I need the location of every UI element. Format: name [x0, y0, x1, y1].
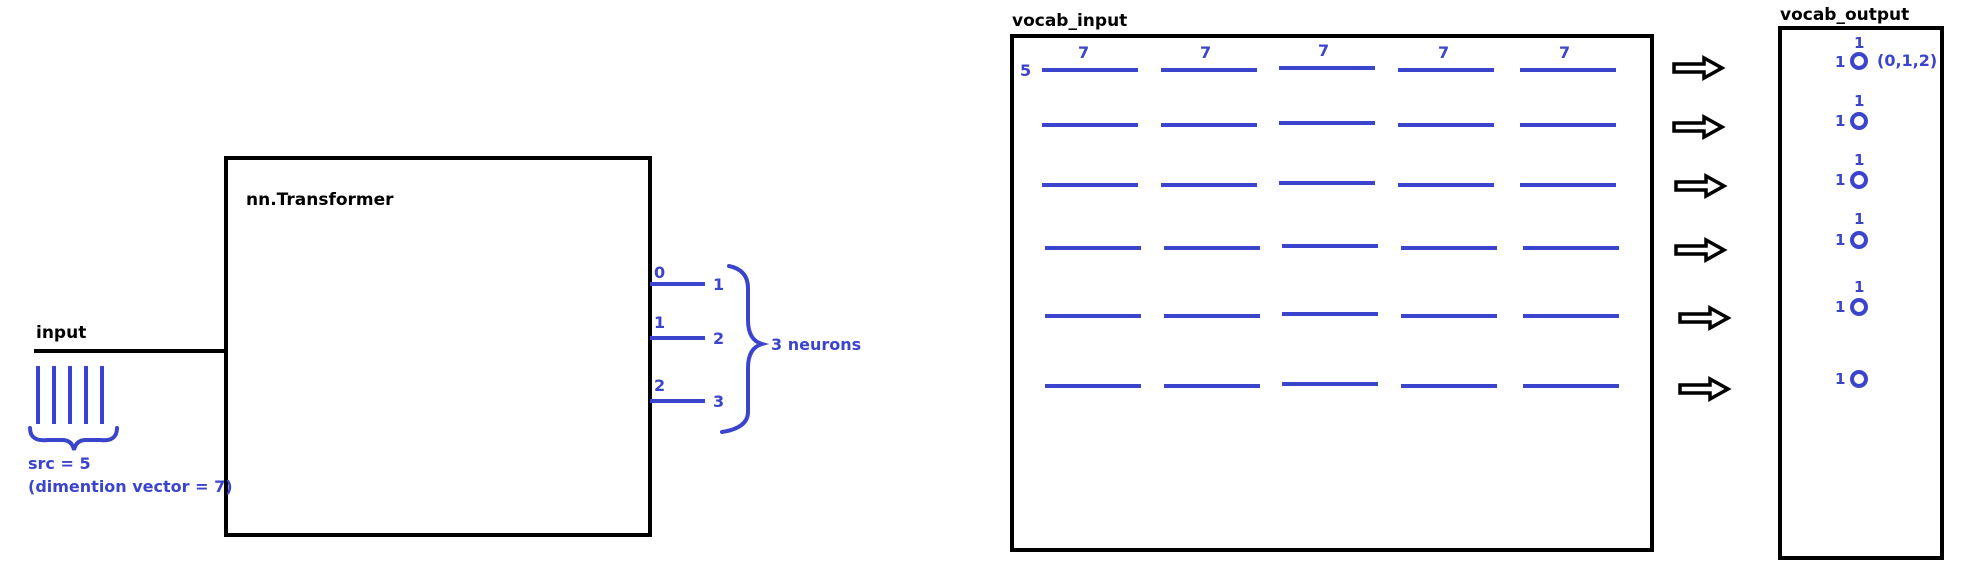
- output-node: 1: [1835, 370, 1868, 388]
- output-index-label: 2: [654, 376, 665, 395]
- neuron-node-circle: [1850, 231, 1868, 249]
- column-labels: 7 7 7 7 7: [1078, 41, 1570, 62]
- output-index-label: 1: [654, 313, 665, 332]
- input-bars: [36, 366, 104, 424]
- node-top-label: 1: [1854, 92, 1864, 110]
- vocab-output-box: [1778, 26, 1944, 560]
- node-left-label: 1: [1835, 112, 1845, 130]
- output-node: 1 1: [1835, 92, 1868, 130]
- input-label: input: [36, 323, 86, 343]
- output-node: 1 1: [1835, 210, 1868, 249]
- vocab-input-title: vocab_input: [1012, 11, 1127, 31]
- output-number-label: 2: [713, 329, 724, 348]
- vocab-input-grid: [1042, 66, 1619, 388]
- output-index-label: 0: [654, 263, 665, 282]
- node-left-label: 1: [1835, 171, 1845, 189]
- vocab-output-nodes: 1 1 (0,1,2) 1 1 1 1 1 1 1 1: [1835, 34, 1937, 388]
- output-node: 1 1: [1835, 278, 1868, 316]
- right-arrow-icon: [1672, 114, 1726, 140]
- output-node: 1 1: [1835, 151, 1868, 189]
- dimension-label: (dimention vector = 7): [28, 477, 233, 496]
- transformer-box: [224, 156, 652, 537]
- right-arrow-icon: [1674, 173, 1728, 199]
- neuron-node-circle: [1850, 171, 1868, 189]
- node-left-label: 1: [1835, 53, 1845, 71]
- right-arrow-icon: [1678, 376, 1732, 402]
- output-number-label: 1: [713, 275, 724, 294]
- vocab-output-panel: vocab_output 1 1 (0,1,2) 1 1 1 1 1 1: [1778, 5, 1944, 560]
- neurons-brace: [720, 264, 770, 434]
- node-top-label: 1: [1854, 34, 1864, 52]
- column-label: 7: [1438, 43, 1449, 62]
- neuron-node-circle: [1850, 52, 1868, 70]
- output-line-0: 0 1: [650, 263, 724, 294]
- output-node: 1 1 (0,1,2): [1835, 34, 1937, 71]
- column-label: 7: [1200, 43, 1211, 62]
- neuron-node-circle: [1850, 298, 1868, 316]
- right-arrow-icon: [1674, 237, 1728, 263]
- node-left-label: 1: [1835, 370, 1845, 388]
- vocab-input-box: [1010, 34, 1654, 552]
- row-count-label: 5: [1020, 61, 1031, 80]
- output-line-2: 2 3: [650, 376, 724, 411]
- right-arrow-icon: [1672, 55, 1726, 81]
- src-label: src = 5: [28, 454, 91, 473]
- column-label: 7: [1078, 43, 1089, 62]
- node-top-label: 1: [1854, 278, 1864, 296]
- column-label: 7: [1318, 41, 1329, 60]
- arrow-column: [1672, 55, 1732, 402]
- vocab-input-panel: vocab_input 5 7 7 7 7 7: [1010, 11, 1654, 552]
- output-line-1: 1 2: [650, 313, 724, 348]
- node-top-label: 1: [1854, 151, 1864, 169]
- node-top-label: 1: [1854, 210, 1864, 228]
- output-number-label: 3: [713, 392, 724, 411]
- column-label: 7: [1559, 43, 1570, 62]
- neuron-node-circle: [1850, 370, 1868, 388]
- input-brace: [28, 426, 119, 451]
- neurons-label: 3 neurons: [771, 335, 861, 354]
- vocab-output-title: vocab_output: [1780, 5, 1909, 25]
- node-left-label: 1: [1835, 231, 1845, 249]
- right-arrow-icon: [1678, 305, 1732, 331]
- transformer-label: nn.Transformer: [246, 190, 394, 210]
- node-note-label: (0,1,2): [1877, 51, 1937, 70]
- left-diagram: input nn.Transformer src = 5 (dimention …: [28, 156, 861, 537]
- neuron-node-circle: [1850, 112, 1868, 130]
- node-left-label: 1: [1835, 298, 1845, 316]
